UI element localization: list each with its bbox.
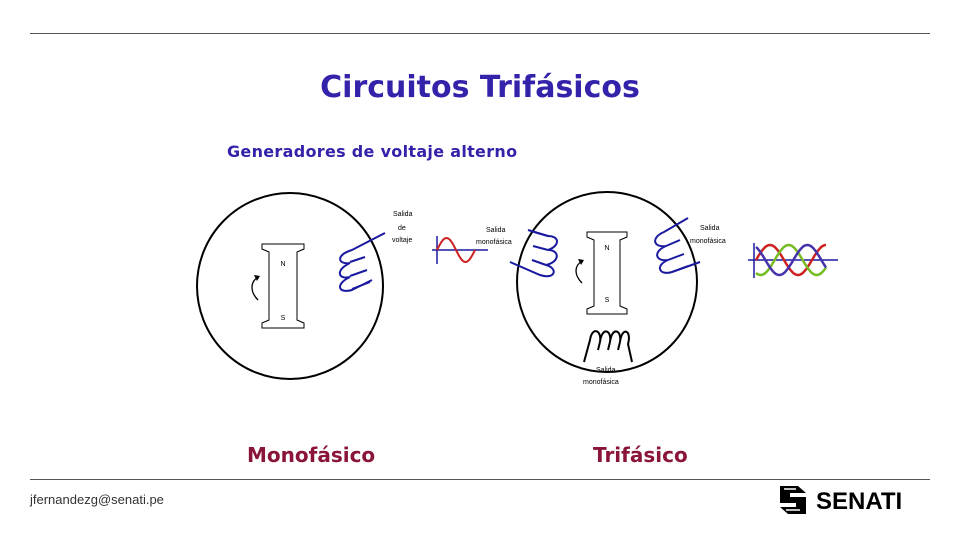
tri-generator: N S Salida monofásica Salida monofásica …	[476, 191, 838, 386]
mono-sine-curve	[436, 236, 476, 264]
tri-right-label-2: monofásica	[690, 238, 726, 245]
mono-output-label-2: de	[398, 225, 406, 232]
mono-waveform	[432, 236, 488, 264]
slide-subtitle: Generadores de voltaje alterno	[227, 142, 518, 161]
tri-sine-phase-c	[755, 243, 828, 277]
mono-pole-n: N	[280, 261, 285, 268]
bottom-divider	[30, 479, 930, 480]
tri-sine-phase-b	[755, 243, 827, 277]
mono-rotation-arrowhead	[254, 275, 260, 281]
tri-bottom-label-1: Salida	[596, 367, 616, 374]
caption-trifasico: Trifásico	[593, 443, 688, 467]
mono-coil	[338, 232, 386, 292]
tri-sine-phase-a	[754, 243, 827, 277]
tri-right-label-1: Salida	[700, 225, 720, 232]
slide-title: Circuitos Trifásicos	[320, 70, 640, 105]
tri-bottom-label-2: monofásica	[583, 379, 619, 386]
tri-rotation-arrowhead	[578, 259, 584, 265]
senati-wordmark: SENATI	[816, 488, 902, 515]
tri-coil-right	[654, 217, 701, 274]
mono-output-label-1: Salida	[393, 211, 413, 218]
tri-pole-n: N	[604, 245, 609, 252]
mono-stator-circle	[196, 192, 384, 380]
tri-left-label-1: Salida	[486, 227, 506, 234]
senati-logo: SENATI	[780, 486, 902, 515]
senati-emblem-icon	[780, 486, 806, 514]
mono-output-label-3: voltaje	[392, 237, 412, 244]
tri-left-label-2: monofásica	[476, 239, 512, 246]
mono-generator: N S Salida de voltaje	[196, 192, 488, 380]
mono-pole-s: S	[281, 315, 286, 322]
tri-waveform	[748, 243, 838, 278]
tri-rotor-magnet	[586, 231, 628, 315]
tri-pole-s: S	[605, 297, 610, 304]
mono-rotor-magnet	[261, 243, 305, 329]
tri-coil-bottom	[583, 330, 633, 363]
top-divider	[30, 33, 930, 34]
caption-monofasico: Monofásico	[247, 443, 376, 467]
tri-stator-circle	[516, 191, 698, 373]
tri-coil-left	[509, 229, 558, 278]
footer-email: jfernandezg@senati.pe	[30, 492, 164, 507]
